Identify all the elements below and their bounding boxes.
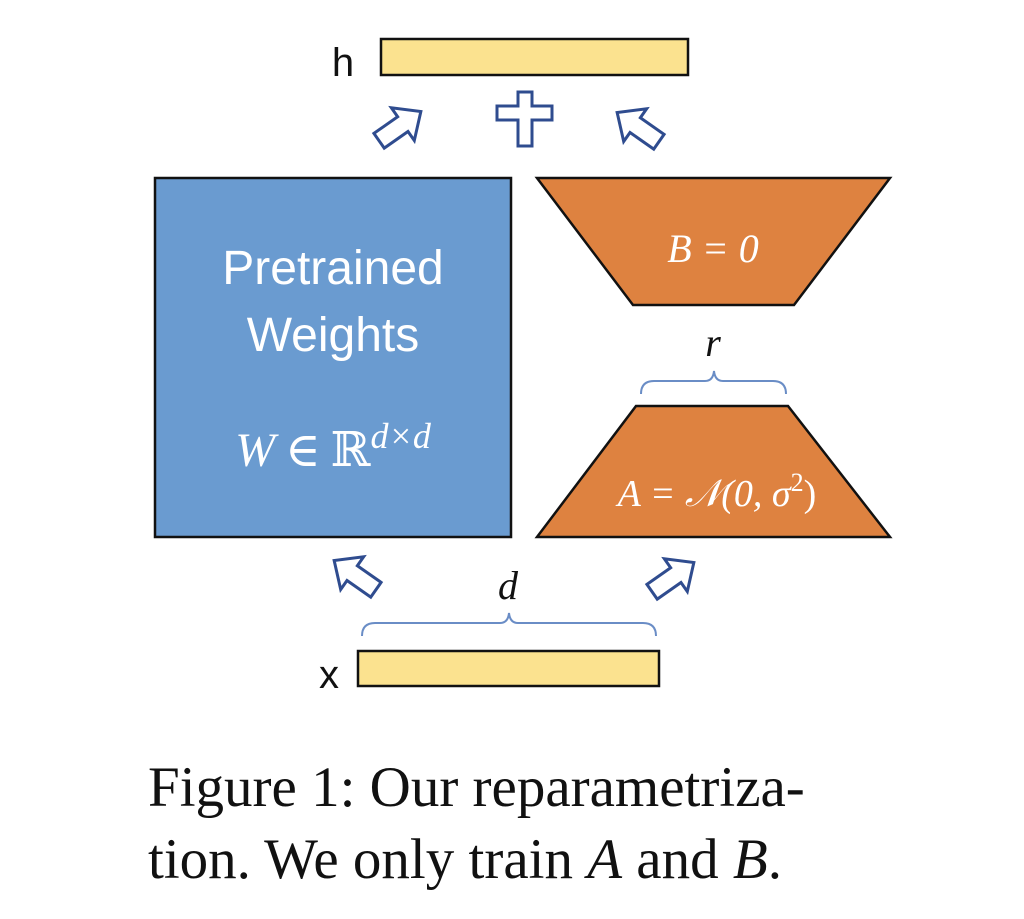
caption-a: A xyxy=(587,828,623,891)
caption-period: . xyxy=(767,828,782,891)
pretrained-label-line2: Weights xyxy=(247,309,420,362)
caption-b: B xyxy=(732,828,768,891)
input-vector-x xyxy=(356,649,661,688)
caption-line1: Figure 1: Our reparametriza- xyxy=(148,756,805,819)
arrow-input-to-pretrained-icon xyxy=(332,554,384,600)
caption-and: and xyxy=(622,828,733,891)
element-of-symbol: ∈ xyxy=(285,424,321,477)
lora-diagram: h Pretrained Weights W∈ℝd×d B = 0 r A = … xyxy=(153,37,893,697)
a-prefix: A = xyxy=(615,473,685,515)
rank-brace xyxy=(640,370,787,395)
dim-exponent: d×d xyxy=(371,416,432,456)
plus-icon xyxy=(495,90,554,148)
output-vector-h xyxy=(379,37,690,77)
arrow-input-to-a-icon xyxy=(644,556,696,602)
x-label: x xyxy=(319,653,339,697)
matrix-b-label: B = 0 xyxy=(667,226,758,271)
normal-dist-args: (0, σ xyxy=(721,473,792,515)
pretrained-weights-block xyxy=(153,176,513,539)
h-label: h xyxy=(332,41,354,85)
pretrained-label-line1: Pretrained xyxy=(222,242,443,295)
dimension-brace xyxy=(361,612,657,637)
matrix-a-block xyxy=(534,404,893,539)
rank-r-label: r xyxy=(705,320,721,365)
sigma-exponent: 2 xyxy=(791,468,804,497)
figure-caption: Figure 1: Our reparametriza- tion. We on… xyxy=(148,752,948,896)
weight-matrix-formula: W∈ℝd×d xyxy=(235,416,432,477)
arrow-up-left-icon xyxy=(615,106,667,152)
caption-line2-text: tion. We only train xyxy=(148,828,588,891)
matrix-a-label: A = 𝒩(0, σ2) xyxy=(615,468,817,515)
matrix-b-block xyxy=(534,176,893,307)
w-symbol: W xyxy=(235,424,279,477)
dimension-d-label: d xyxy=(498,563,519,608)
close-paren: ) xyxy=(804,473,817,515)
arrow-up-right-icon xyxy=(371,105,423,151)
caption-line2: tion. We only train A and B. xyxy=(148,824,948,896)
reals-symbol: ℝ xyxy=(331,424,371,477)
